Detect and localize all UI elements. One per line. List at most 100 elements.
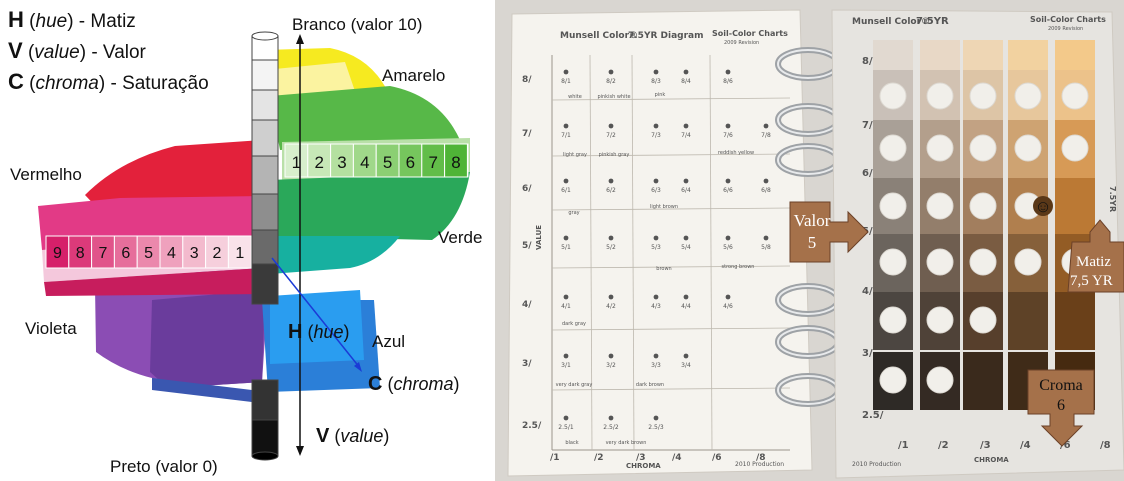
legend-c-desc: - Saturação <box>105 73 209 94</box>
chip-dot <box>563 353 569 359</box>
color-name-label: pinkish white <box>597 94 630 100</box>
right-revision: 2009 Revision <box>1048 26 1083 32</box>
chip-dot <box>683 353 689 359</box>
color-name-label: black <box>565 440 578 446</box>
chip-code: 6/1 <box>561 187 571 194</box>
soil-color-book-photo: Munsell Color® 7.5YR Diagram Soil-Color … <box>495 0 1124 481</box>
callout-croma-value: 6 <box>1057 397 1065 414</box>
chip-dot <box>608 178 614 184</box>
value-axis-label: V (value) <box>316 425 389 447</box>
left-axis-value: VALUE <box>535 225 543 250</box>
callout-croma-label: Croma <box>1039 377 1083 394</box>
label-yellow: Amarelo <box>382 66 445 85</box>
chip-code: 7/2 <box>606 132 616 139</box>
right-chroma-col-label: /6 <box>1060 440 1071 451</box>
value-column <box>251 31 279 461</box>
chip-code: 3/4 <box>681 362 691 369</box>
smiley-icon: ☺ <box>1034 197 1051 216</box>
callout-matiz-label: Matiz <box>1076 254 1111 270</box>
green-chroma-number: 1 <box>292 153 301 172</box>
chip-hole <box>879 134 907 162</box>
legend-h-term: hue <box>36 11 68 32</box>
left-page: Munsell Color® 7.5YR Diagram Soil-Color … <box>507 9 813 477</box>
callout-valor-value: 5 <box>808 233 817 252</box>
chip-dot <box>653 353 659 359</box>
chip-hole <box>1061 134 1089 162</box>
left-chroma-col-label: /6 <box>712 453 722 463</box>
color-name-label: brown <box>656 266 671 272</box>
left-chroma-col-label: /1 <box>550 453 560 463</box>
chip-code: 3/1 <box>561 362 571 369</box>
chip-dot <box>763 178 769 184</box>
red-face-dark <box>44 268 262 296</box>
legend-v-term: value <box>34 42 79 63</box>
chip-code: 6/6 <box>723 187 733 194</box>
chip-code: 7/4 <box>681 132 691 139</box>
label-white: Branco (valor 10) <box>292 15 422 34</box>
chip-dot <box>653 69 659 75</box>
green-chroma-number: 4 <box>360 153 369 172</box>
left-title: 7.5YR Diagram <box>628 31 704 41</box>
chip-code: 5/4 <box>681 244 691 251</box>
chip-dot <box>653 123 659 129</box>
color-strip <box>1055 178 1095 236</box>
color-strip <box>1008 40 1048 70</box>
chip-hole <box>879 306 907 334</box>
chip-code: 8/1 <box>561 78 571 85</box>
left-right-title: Soil-Color Charts <box>712 29 788 38</box>
right-right-title: Soil-Color Charts <box>1030 15 1106 24</box>
legend-c-letter: C <box>8 69 24 94</box>
right-production: 2010 Production <box>852 461 901 468</box>
blue-violet-lower <box>152 378 268 404</box>
chip-code: 8/3 <box>651 78 661 85</box>
chip-dot <box>725 123 731 129</box>
chip-dot <box>608 294 614 300</box>
chroma-axis-label: C (chroma) <box>368 373 459 395</box>
chip-dot <box>608 69 614 75</box>
chroma-axis-term: chroma <box>393 374 453 394</box>
chip-dot <box>608 235 614 241</box>
chip-code: 7/3 <box>651 132 661 139</box>
red-chroma-number: 1 <box>235 245 244 262</box>
right-chroma-col-label: /4 <box>1020 440 1031 451</box>
chip-code: 2.5/2 <box>603 424 619 431</box>
color-strip <box>963 352 1003 410</box>
chip-dot <box>608 353 614 359</box>
chip-code: 4/6 <box>723 303 733 310</box>
color-name-label: dark brown <box>636 382 664 388</box>
right-page: Munsell Color® 7.5YR Soil-Color Charts 2… <box>831 9 1124 479</box>
chip-code: 3/2 <box>606 362 616 369</box>
chip-hole <box>1014 248 1042 276</box>
right-chroma-col-label: /3 <box>980 440 991 451</box>
chip-code: 8/2 <box>606 78 616 85</box>
label-green: Verde <box>438 228 482 247</box>
chip-hole <box>1061 82 1089 110</box>
green-chroma-number: 7 <box>428 153 437 172</box>
chip-hole <box>926 366 954 394</box>
chip-dot <box>653 235 659 241</box>
color-strip <box>873 40 913 70</box>
chip-code: 7/8 <box>761 132 771 139</box>
chip-hole <box>969 306 997 334</box>
green-lower <box>270 172 470 240</box>
legend-c-term: chroma <box>36 73 99 94</box>
chip-hole <box>926 82 954 110</box>
color-strip <box>1055 292 1095 350</box>
chip-dot <box>725 235 731 241</box>
chip-dot <box>683 69 689 75</box>
left-value-row-label: 2.5/ <box>522 421 542 431</box>
chip-hole <box>926 192 954 220</box>
chip-dot <box>725 178 731 184</box>
color-name-label: dark gray <box>562 321 586 327</box>
left-value-row-label: 4/ <box>522 300 532 310</box>
chip-hole <box>926 248 954 276</box>
chip-code: 4/2 <box>606 303 616 310</box>
red-chroma-number: 6 <box>121 245 130 262</box>
chip-dot <box>563 123 569 129</box>
legend-h-desc: - Matiz <box>74 11 136 32</box>
chip-hole <box>879 192 907 220</box>
left-value-row-label: 7/ <box>522 129 532 139</box>
